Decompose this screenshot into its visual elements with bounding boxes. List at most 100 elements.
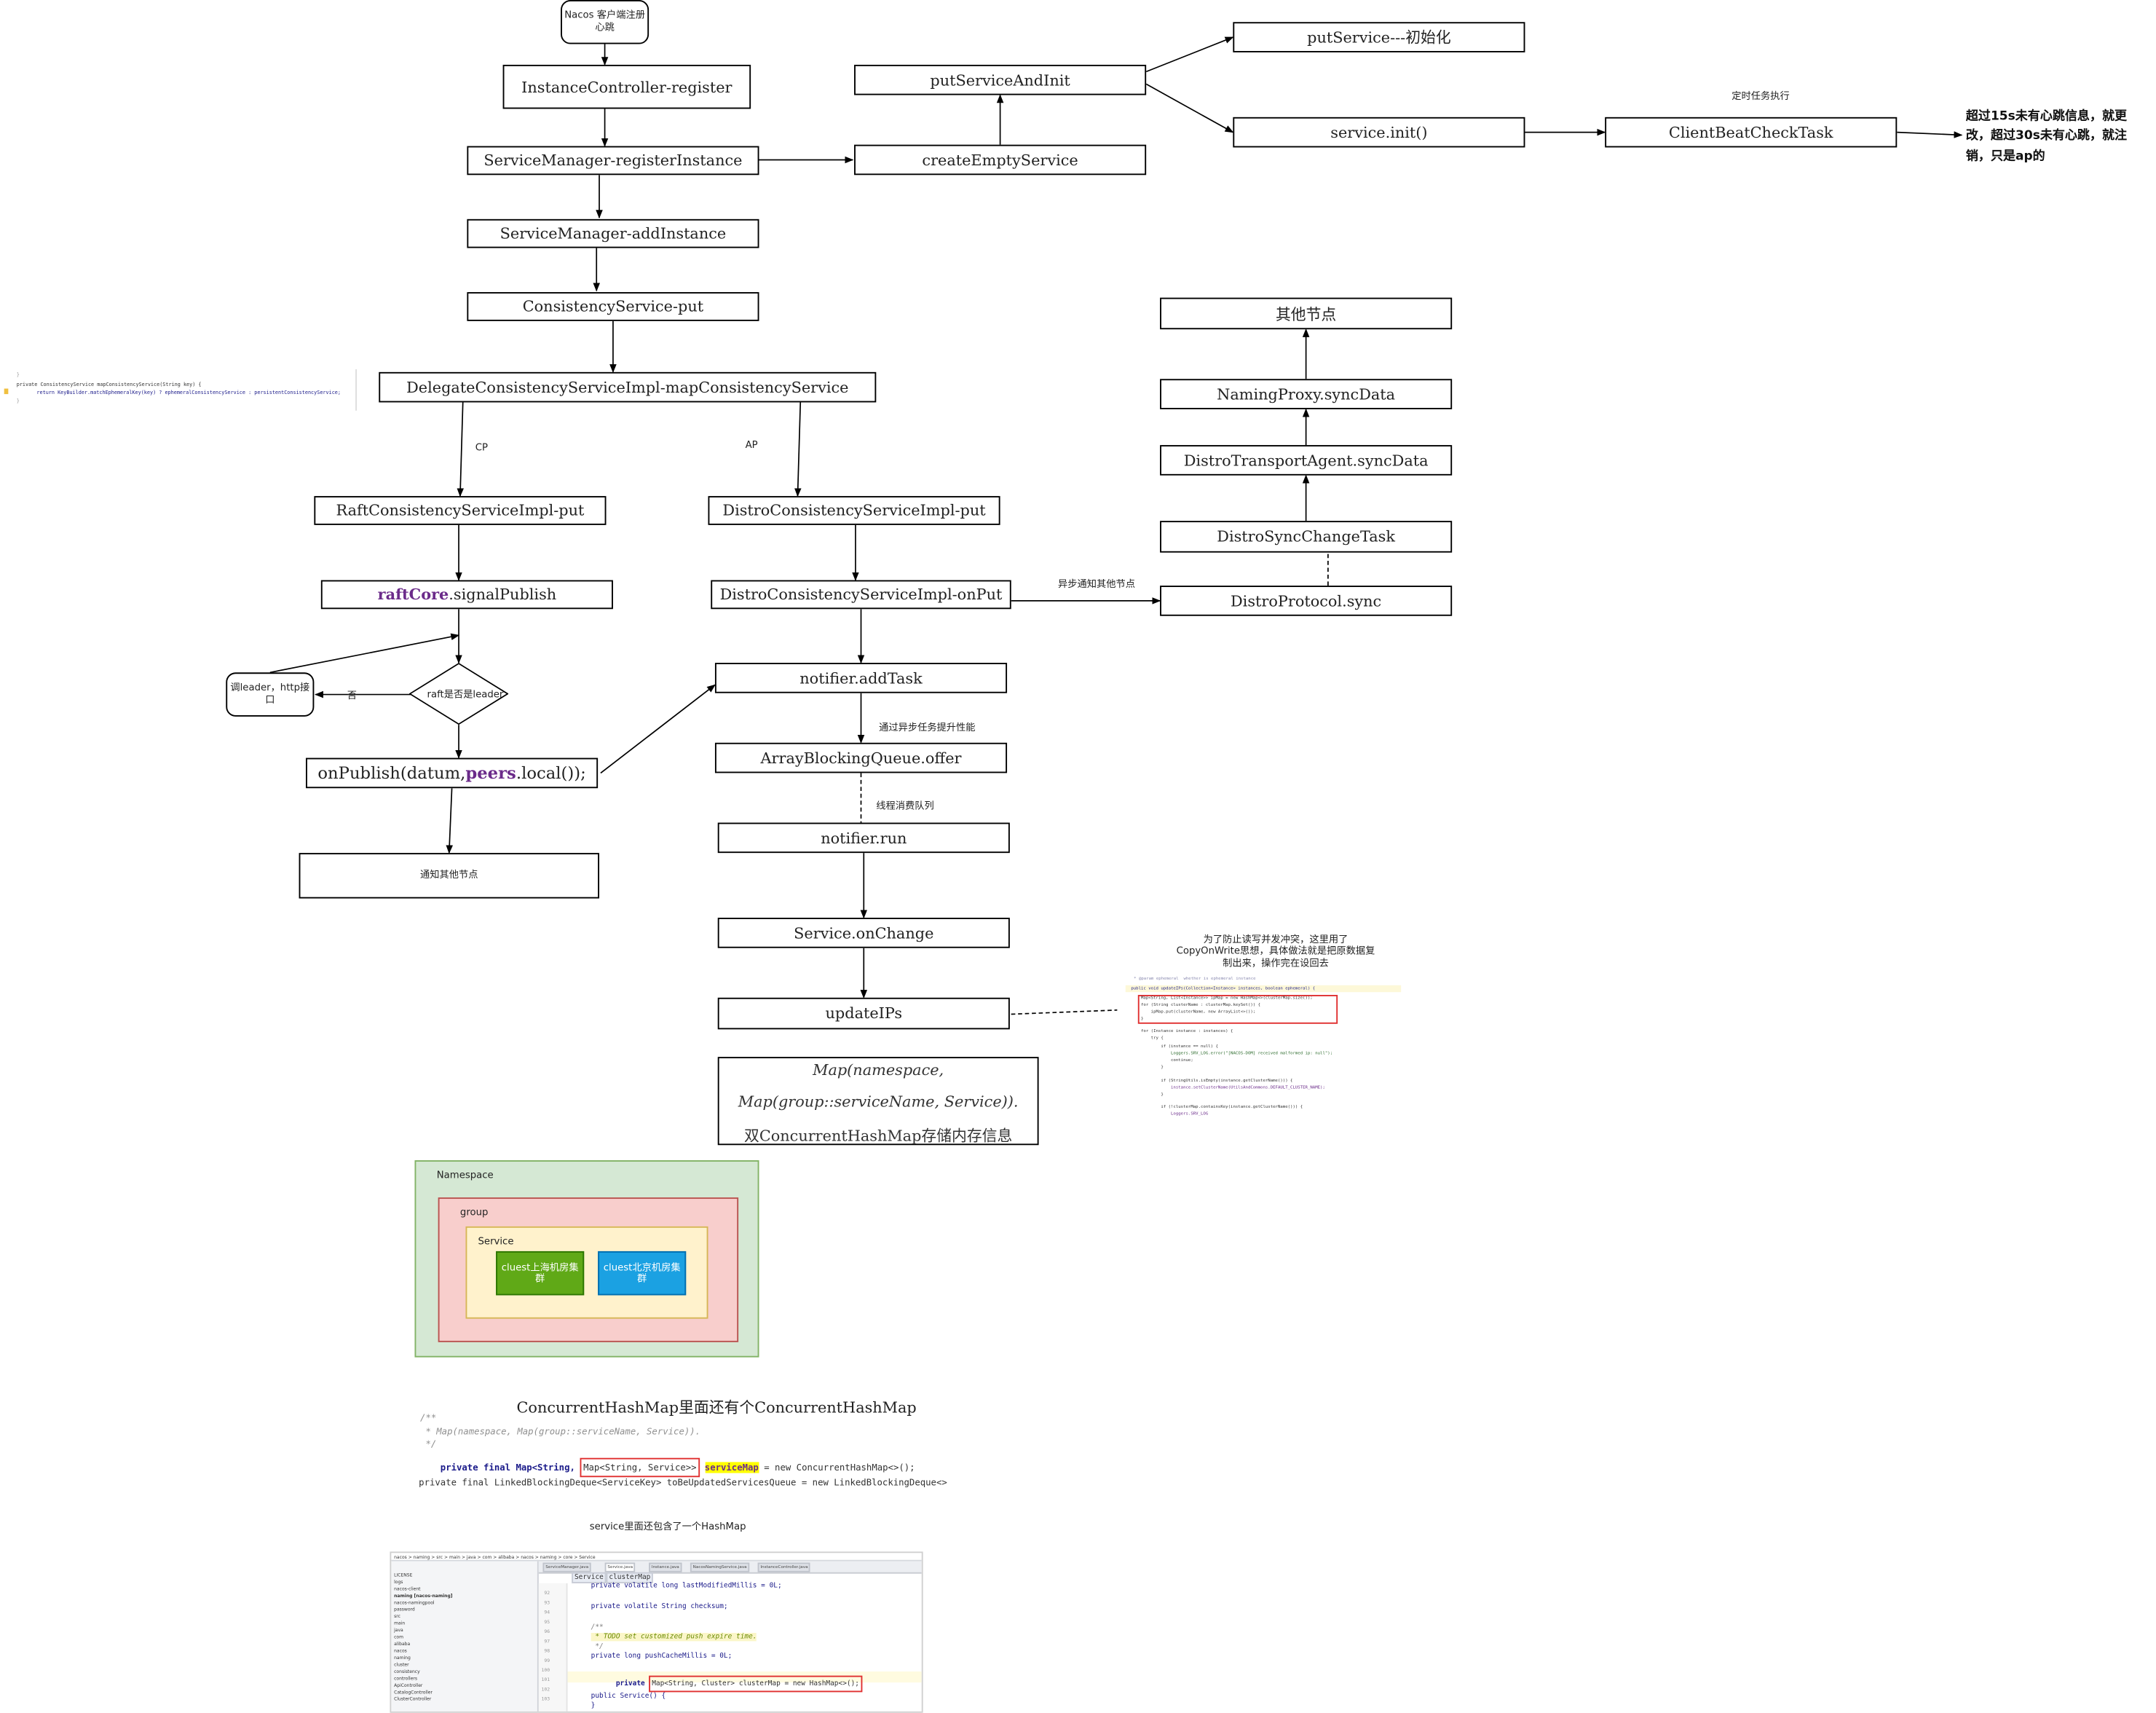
tree-item-16[interactable]: ApiController: [394, 1682, 423, 1688]
tree-item-7[interactable]: main: [394, 1620, 406, 1626]
editor-tab-1[interactable]: Service.java: [604, 1562, 636, 1572]
other-nodes-node[interactable]: 其他节点: [1160, 297, 1453, 330]
editor-tab-0[interactable]: ServiceManager.java: [542, 1562, 592, 1572]
service-map-decl-pre: private final Map<String,: [440, 1462, 581, 1473]
tree-item-5[interactable]: password: [394, 1607, 415, 1612]
distro-sync-label: DistroProtocol.sync: [1230, 591, 1382, 610]
ide-breadcrumb-nav[interactable]: nacos > naming > src > main > java > com…: [394, 1554, 596, 1560]
raft-consistency-put-node[interactable]: RaftConsistencyServiceImpl-put: [314, 496, 607, 525]
tree-item-18[interactable]: ClusterController: [394, 1696, 432, 1702]
gutter-11: 103: [541, 1696, 550, 1702]
delegate-code-line-1: private ConsistencyService mapConsistenc…: [16, 382, 202, 387]
ide-map-pre: private: [615, 1679, 649, 1688]
delegate-label: DelegateConsistencyServiceImpl-mapConsis…: [406, 378, 849, 396]
update-ips-code-7: for (Instance instance : instances) {: [1131, 1028, 1233, 1033]
crumb-field[interactable]: clusterMap: [606, 1572, 654, 1583]
on-publish-node[interactable]: onPublish(datum, peers.local());: [306, 757, 599, 789]
peers-keyword: peers: [465, 763, 516, 783]
update-ips-code-14: if (StringUtils.isEmpty(instance.getClus…: [1131, 1077, 1293, 1084]
instance-controller-label: InstanceController-register: [521, 77, 733, 96]
tree-item-9[interactable]: com: [394, 1634, 404, 1640]
service-manager-add-node[interactable]: ServiceManager-addInstance: [467, 218, 759, 248]
update-ips-code-16: }: [1131, 1091, 1164, 1098]
on-publish-post: .local());: [516, 763, 586, 783]
gutter-7: 99: [544, 1658, 550, 1663]
tree-item-14[interactable]: consistency: [394, 1669, 420, 1674]
distro-sync-change-node[interactable]: DistroSyncChangeTask: [1160, 521, 1453, 553]
distro-consistency-onput-node[interactable]: DistroConsistencyServiceImpl-onPut: [711, 580, 1011, 610]
cluster-shanghai-box[interactable]: cluest上海机房集群: [496, 1251, 585, 1296]
put-service-init-node[interactable]: putService---初始化: [1233, 22, 1525, 52]
update-ips-node[interactable]: updateIPs: [717, 997, 1010, 1030]
create-empty-service-node[interactable]: createEmptyService: [854, 144, 1147, 176]
tree-item-13[interactable]: cluster: [394, 1661, 409, 1668]
sync-change-label: DistroSyncChangeTask: [1217, 527, 1395, 546]
service-onchange-node[interactable]: Service.onChange: [717, 918, 1010, 948]
other-nodes-label: 其他节点: [1275, 305, 1337, 323]
ide-code-line-0: private volatile long lastModifiedMillis…: [591, 1582, 782, 1591]
update-ips-code-9: if (instance == null) {: [1131, 1043, 1218, 1049]
tree-item-0[interactable]: LICENSE: [394, 1572, 413, 1578]
update-ips-code-8: try {: [1131, 1034, 1164, 1041]
tree-item-10[interactable]: alibaba: [394, 1641, 411, 1647]
storage-line-1: Map(namespace,: [813, 1060, 944, 1079]
tree-item-15[interactable]: controllers: [394, 1675, 418, 1682]
notifier-run-node[interactable]: notifier.run: [717, 822, 1010, 854]
ide-code-line-1: private volatile String checksum;: [591, 1602, 728, 1611]
instance-controller-register-node[interactable]: InstanceController-register: [502, 64, 751, 109]
nacos-client-start-node[interactable]: Nacos 客户端注册心跳: [561, 0, 649, 44]
gutter-4: 96: [544, 1629, 550, 1634]
consistency-service-put-node[interactable]: ConsistencyService-put: [467, 292, 759, 321]
tree-item-6[interactable]: src: [394, 1613, 400, 1620]
put-service-init-label: putService---初始化: [1307, 28, 1451, 47]
tree-item-1[interactable]: logs: [394, 1579, 403, 1585]
delegate-gutter-marker: [4, 388, 9, 395]
notifier-addtask-node[interactable]: notifier.addTask: [714, 663, 1008, 693]
editor-tab-2[interactable]: Instance.java: [649, 1562, 682, 1572]
service-manager-register-node[interactable]: ServiceManager-registerInstance: [467, 146, 759, 176]
editor-tab-4[interactable]: InstanceController.java: [757, 1562, 811, 1572]
update-ips-code-3: for (String clusterName : clusterMap.key…: [1131, 1001, 1261, 1008]
tree-item-17[interactable]: CatalogController: [394, 1689, 433, 1696]
raft-leader-decision-label: raft是否是leader: [427, 689, 504, 701]
call-leader-http-node[interactable]: 调leader，http接口: [226, 672, 315, 717]
client-beat-check-node[interactable]: ClientBeatCheckTask: [1605, 117, 1898, 148]
crumb-class[interactable]: Service: [572, 1572, 607, 1583]
async-notify-label: 异步通知其他节点: [1058, 578, 1136, 590]
ide-map-box: Map<String, Cluster> clusterMap = new Ha…: [649, 1675, 862, 1693]
addtask-label: notifier.addTask: [799, 669, 923, 688]
tree-item-4[interactable]: nacos-namingpool: [394, 1599, 435, 1606]
distro-consistency-put-node[interactable]: DistroConsistencyServiceImpl-put: [708, 496, 1000, 525]
ide-code-line-3: * TODO set customized push expire time.: [591, 1633, 757, 1642]
update-ips-code-0: * @param ephemeral whether is ephemeral …: [1134, 975, 1256, 982]
tree-item-8[interactable]: java: [394, 1627, 403, 1634]
naming-proxy-sync-node[interactable]: NamingProxy.syncData: [1160, 379, 1453, 409]
tree-item-3[interactable]: naming [nacos-naming]: [394, 1593, 453, 1599]
ide-code-line-6: public Service() {: [591, 1692, 666, 1701]
memory-storage-node[interactable]: Map(namespace, Map(group::serviceName, S…: [717, 1057, 1039, 1146]
gutter-5: 97: [544, 1638, 550, 1645]
raft-signal-publish-node[interactable]: raftCore.signalPublish: [320, 580, 613, 610]
ide-current-line: [567, 1671, 922, 1683]
update-ips-code-18: if (!clusterMap.containsKey(instance.get…: [1131, 1103, 1303, 1110]
notify-other-nodes-node[interactable]: 通知其他节点: [299, 853, 600, 899]
cluster-beijing-box[interactable]: cluest北京机房集群: [598, 1251, 687, 1296]
tree-item-12[interactable]: naming: [394, 1655, 411, 1661]
delegate-code-line-2: return KeyBuilder.matchEphemeralKey(key)…: [25, 390, 341, 396]
edge-putinit-putservice: [1145, 36, 1234, 73]
service-label: Service: [478, 1236, 514, 1248]
queue-offer-node[interactable]: ArrayBlockingQueue.offer: [714, 742, 1008, 773]
create-empty-label: createEmptyService: [922, 151, 1078, 169]
delegate-consistency-node[interactable]: DelegateConsistencyServiceImpl-mapConsis…: [379, 371, 877, 403]
tree-item-2[interactable]: nacos-client: [394, 1586, 421, 1592]
editor-tab-3[interactable]: NacosNamingService.java: [690, 1562, 750, 1572]
distro-transport-sync-node[interactable]: DistroTransportAgent.syncData: [1160, 445, 1453, 476]
cluster-shanghai-label: cluest上海机房集群: [501, 1261, 579, 1285]
register-instance-label: ServiceManager-registerInstance: [483, 151, 743, 170]
distro-protocol-sync-node[interactable]: DistroProtocol.sync: [1160, 586, 1453, 616]
put-service-and-init-node[interactable]: putServiceAndInit: [854, 64, 1147, 95]
service-init-node[interactable]: service.init(): [1233, 117, 1525, 148]
raft-leader-decision[interactable]: [408, 663, 509, 725]
tree-item-11[interactable]: nacos: [394, 1647, 407, 1654]
